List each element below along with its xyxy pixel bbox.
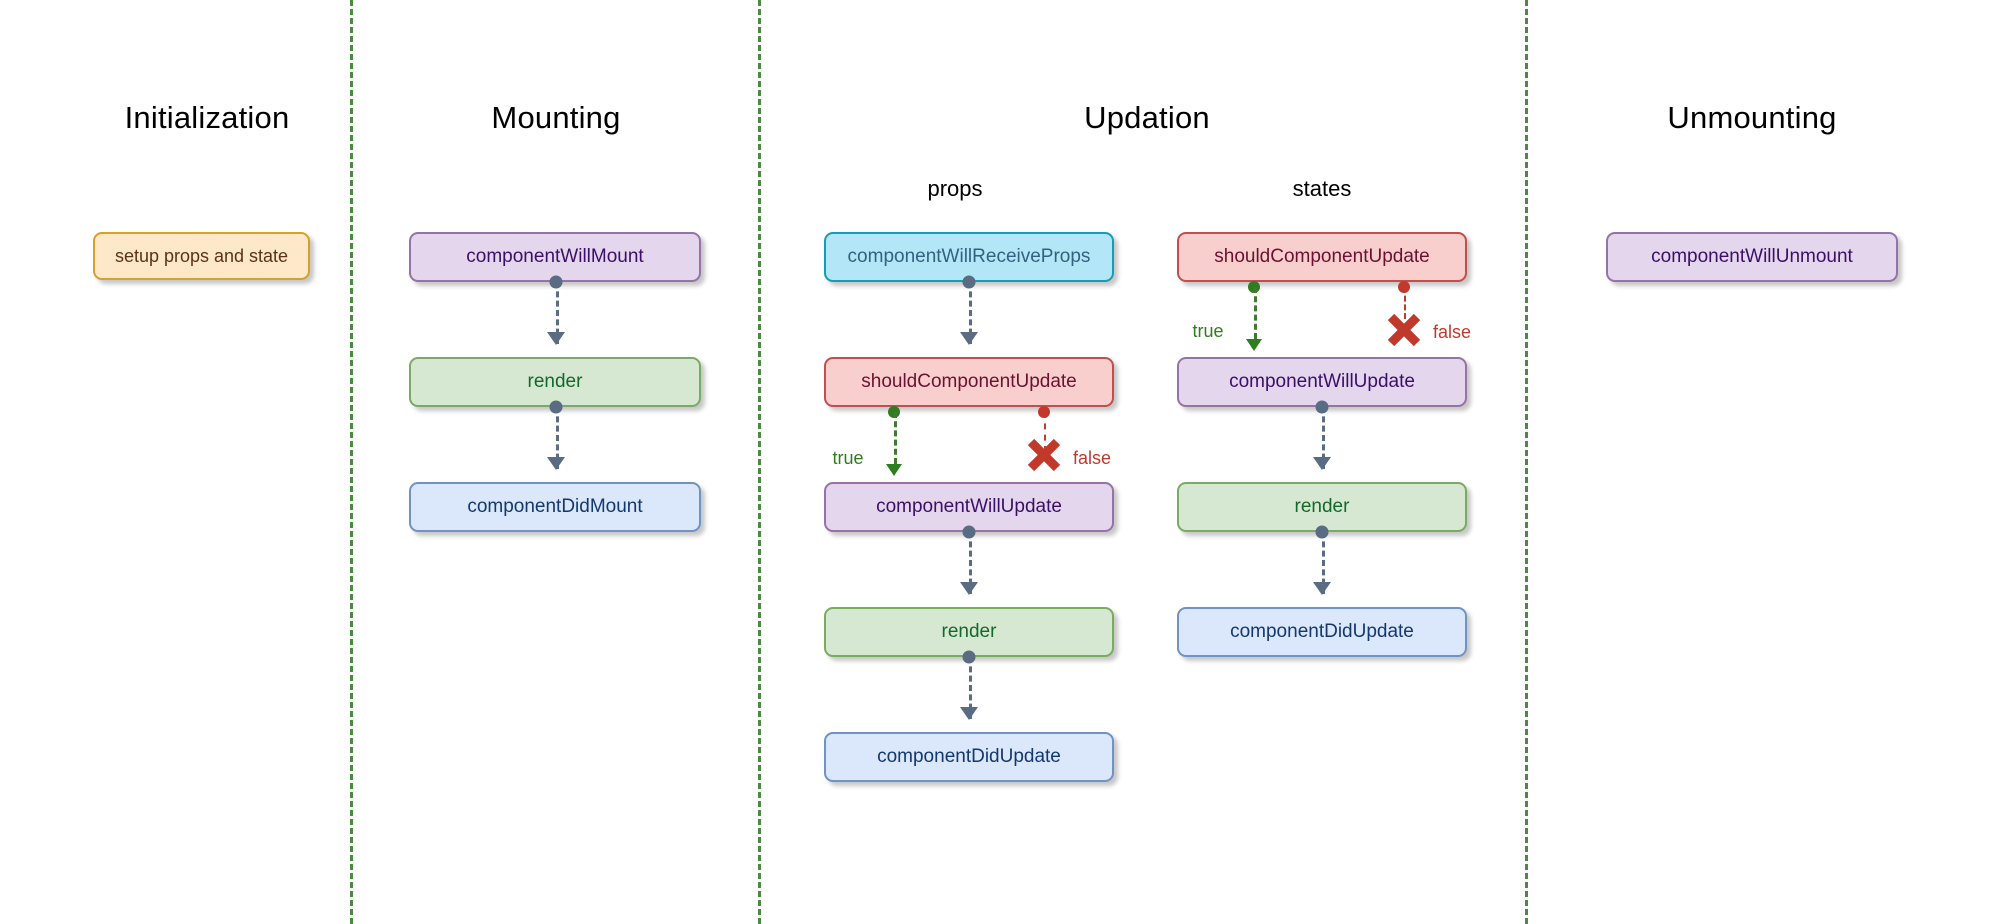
edge-states-true-branch: [1254, 287, 1257, 339]
column-title-unmounting: Unmounting: [1667, 100, 1837, 135]
edge-arrowhead: [960, 707, 978, 720]
column-divider-3: [1525, 0, 1528, 924]
node-states-component-will-update[interactable]: componentWillUpdate: [1177, 357, 1467, 407]
node-setup-props-and-state[interactable]: setup props and state: [93, 232, 310, 280]
node-states-component-did-update[interactable]: componentDidUpdate: [1177, 607, 1467, 657]
edge-arrowhead: [960, 582, 978, 595]
branch-label-props-true: true: [832, 448, 864, 468]
branch-label-props-false: false: [1072, 448, 1112, 468]
node-props-component-will-update[interactable]: componentWillUpdate: [824, 482, 1114, 532]
node-props-should-component-update[interactable]: shouldComponentUpdate: [824, 357, 1114, 407]
node-component-will-receive-props[interactable]: componentWillReceiveProps: [824, 232, 1114, 282]
branch-label-states-true: true: [1192, 321, 1224, 341]
edge-arrowhead-true: [886, 464, 902, 476]
stop-x-icon: [1387, 313, 1421, 347]
node-component-will-mount[interactable]: componentWillMount: [409, 232, 701, 282]
edge-states-render-to-did-update: [1322, 532, 1325, 594]
column-title-updation: Updation: [1084, 100, 1210, 135]
stop-x-icon: [1027, 438, 1061, 472]
edge-props-render-to-did-update: [969, 657, 972, 719]
column-divider-1: [350, 0, 353, 924]
subcolumn-title-props: props: [927, 176, 983, 201]
edge-arrowhead: [960, 332, 978, 345]
edge-props-false-branch: [1044, 412, 1046, 452]
edge-receive-props-to-should-update: [969, 282, 972, 344]
edge-arrowhead-true: [1246, 339, 1262, 351]
node-props-component-did-update[interactable]: componentDidUpdate: [824, 732, 1114, 782]
edge-arrowhead: [547, 457, 565, 470]
subcolumn-title-states: states: [1292, 176, 1352, 201]
column-title-initialization: Initialization: [124, 100, 290, 135]
node-states-render[interactable]: render: [1177, 482, 1467, 532]
node-component-did-mount[interactable]: componentDidMount: [409, 482, 701, 532]
edge-props-will-update-to-render: [969, 532, 972, 594]
edge-arrowhead: [547, 332, 565, 345]
edge-render-to-did-mount: [556, 407, 559, 469]
column-divider-2: [758, 0, 761, 924]
column-title-mounting: Mounting: [491, 100, 621, 135]
node-props-render[interactable]: render: [824, 607, 1114, 657]
node-states-should-component-update[interactable]: shouldComponentUpdate: [1177, 232, 1467, 282]
edge-states-will-update-to-render: [1322, 407, 1325, 469]
edge-arrowhead: [1313, 582, 1331, 595]
edge-arrowhead: [1313, 457, 1331, 470]
node-component-will-unmount[interactable]: componentWillUnmount: [1606, 232, 1898, 282]
edge-will-mount-to-render: [556, 282, 559, 344]
branch-label-states-false: false: [1432, 322, 1472, 342]
edge-states-false-branch: [1404, 287, 1406, 319]
node-mounting-render[interactable]: render: [409, 357, 701, 407]
edge-props-true-branch: [894, 412, 897, 464]
